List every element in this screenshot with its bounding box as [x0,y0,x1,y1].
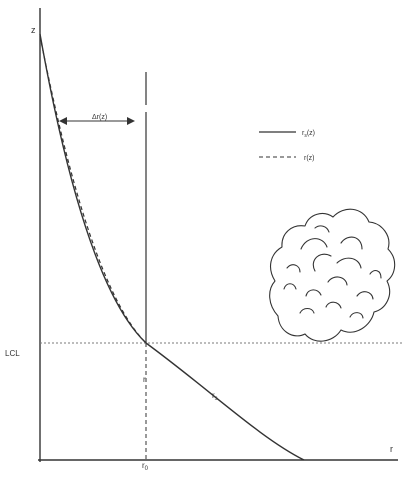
r-tick-label: r [143,375,146,384]
r-axis-label: r [390,444,393,454]
z-axis-label: z [31,25,36,35]
rs-solid-curve [39,33,305,461]
cloud-icon [269,208,396,342]
lcl-label: LCL [5,349,20,358]
r0-tick-label: r0 [142,461,149,472]
legend-dashed-label: r(z) [304,155,315,162]
r-dashed-curve [39,35,147,344]
legend: rs(z) r(z) [259,130,315,162]
rs-curve-label: rs [212,391,218,402]
legend-solid-label: rs(z) [302,130,315,139]
delta-r-label: Δr(z) [92,114,107,121]
